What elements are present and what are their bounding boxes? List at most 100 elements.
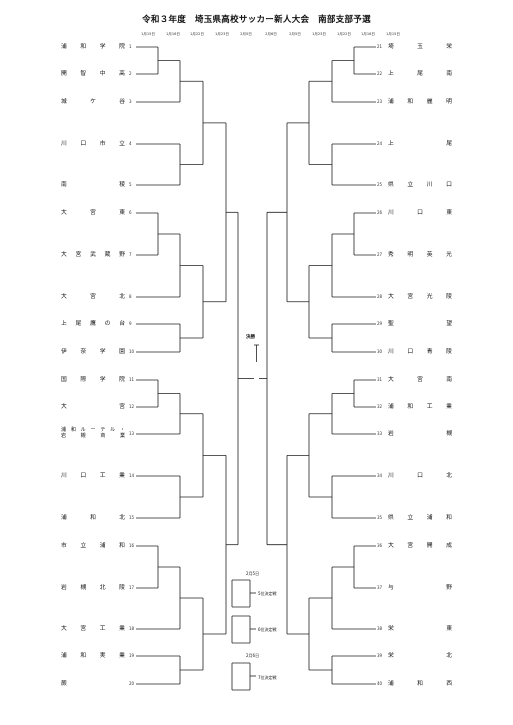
seed-number-left: 19	[129, 653, 135, 658]
round-date: 1月23日	[311, 32, 327, 36]
seed-number-right: 21	[377, 44, 383, 49]
team-name-left: 浦和ルーテル・岩槻商業	[61, 427, 125, 439]
seed-number-left: 13	[129, 431, 135, 436]
seed-number-left: 20	[129, 681, 135, 686]
seed-number-right: 27	[377, 252, 383, 257]
seed-number-left: 7	[129, 252, 132, 257]
seed-number-left: 8	[129, 294, 132, 299]
seed-number-left: 4	[129, 141, 132, 146]
team-name-left: 国際学院	[61, 376, 125, 383]
seed-number-right: 32	[377, 404, 383, 409]
seed-number-right: 37	[377, 585, 383, 590]
team-name-right: 浦和西	[388, 680, 452, 687]
team-name-left: 大宮東	[61, 209, 125, 216]
final-label: 決勝	[246, 335, 255, 340]
placement-label-5th: 5位決定戦	[258, 591, 277, 596]
round-date: 2月6日	[265, 32, 277, 36]
seed-number-left: 12	[129, 404, 135, 409]
team-name-left: 伊奈学園	[61, 348, 125, 355]
seed-number-right: 26	[377, 210, 383, 215]
team-name-left: 大宮工業	[61, 625, 125, 632]
team-name-right: 大宮開成	[388, 542, 452, 549]
seed-number-right: 23	[377, 99, 383, 104]
seed-number-left: 3	[129, 99, 132, 104]
round-date: 1月22日	[336, 32, 352, 36]
seed-number-right: 24	[377, 141, 383, 146]
seed-number-left: 15	[129, 515, 135, 520]
team-name-right: 浦和麗明	[388, 98, 452, 105]
team-name-right: 川口北	[388, 472, 452, 479]
team-name-right: 埼玉栄	[388, 43, 452, 50]
seed-number-right: 31	[377, 377, 383, 382]
seed-number-left: 9	[129, 321, 132, 326]
placement-date-a: 2月5日	[246, 571, 260, 576]
seed-number-left: 11	[129, 377, 135, 382]
team-name-right: 栄北	[388, 652, 452, 659]
seed-number-right: 39	[377, 653, 383, 658]
seed-number-left: 1	[129, 44, 132, 49]
team-name-right: 聖望	[388, 320, 452, 327]
seed-number-right: 40	[377, 681, 383, 686]
team-name-right: 川口青陵	[388, 348, 452, 355]
seed-number-left: 14	[129, 473, 135, 478]
seed-number-left: 6	[129, 210, 132, 215]
seed-number-right: 30	[377, 349, 383, 354]
round-date: 1月15日	[385, 32, 401, 36]
team-name-left: 川口工業	[61, 472, 125, 479]
seed-number-right: 36	[377, 543, 383, 548]
seed-number-right: 34	[377, 473, 383, 478]
round-date: 1月16日	[165, 32, 181, 36]
seed-number-left: 2	[129, 71, 132, 76]
team-name-left: 城ケ谷	[61, 98, 125, 105]
team-name-right: 栄東	[388, 625, 452, 632]
team-name-left: 市立浦和	[61, 542, 125, 549]
round-date: 1月23日	[214, 32, 230, 36]
team-name-left: 開智中高	[61, 70, 125, 77]
seed-number-right: 28	[377, 294, 383, 299]
team-name-left: 浦和学院	[61, 43, 125, 50]
team-name-right: 県立浦和	[388, 514, 452, 521]
team-name-left: 大宮北	[61, 293, 125, 300]
team-name-right: 秀明英光	[388, 251, 452, 258]
placement-date-b: 2月6日	[246, 653, 260, 658]
seed-number-right: 22	[377, 71, 383, 76]
team-name-left: 上尾鷹の台	[61, 320, 125, 327]
team-name-right: 大宮光陵	[388, 293, 452, 300]
team-name-left: 浦和実業	[61, 652, 125, 659]
team-name-right: 大宮南	[388, 376, 452, 383]
placement-label-7th: 7位決定戦	[258, 675, 277, 680]
round-date: 1月16日	[360, 32, 376, 36]
team-name-left: 岩槻北陵	[61, 584, 125, 591]
team-name-right: 上尾	[388, 140, 452, 147]
seed-number-right: 38	[377, 626, 383, 631]
team-name-right: 岩槻	[388, 430, 452, 437]
seed-number-right: 29	[377, 321, 383, 326]
placement-label-6th: 6位決定戦	[258, 627, 277, 632]
team-name-right: 川口東	[388, 209, 452, 216]
page-title: 令和３年度 埼玉県高校サッカー新人大会 南部支部予選	[142, 15, 371, 25]
round-date: 1月15日	[140, 32, 156, 36]
seed-number-left: 18	[129, 626, 135, 631]
team-name-left: 蕨	[61, 680, 67, 687]
team-name-left: 南稜	[61, 181, 125, 188]
seed-number-left: 17	[129, 585, 135, 590]
round-date: 2月5日	[240, 32, 252, 36]
team-name-left: 大宮	[61, 403, 125, 410]
team-name-right: 県立川口	[388, 181, 452, 188]
team-name-line: 岩槻商業	[61, 432, 125, 439]
seed-number-right: 35	[377, 515, 383, 520]
round-date: 2月5日	[289, 32, 301, 36]
seed-number-right: 25	[377, 182, 383, 187]
team-name-left: 川口市立	[61, 140, 125, 147]
team-name-right: 上尾南	[388, 70, 452, 77]
seed-number-left: 5	[129, 182, 132, 187]
seed-number-left: 10	[129, 349, 135, 354]
seed-number-left: 16	[129, 543, 135, 548]
team-name-line: 浦和ルーテル・	[61, 427, 125, 433]
team-name-left: 浦和北	[61, 514, 125, 521]
team-name-left: 大宮武蔵野	[61, 251, 125, 258]
seed-number-right: 33	[377, 431, 383, 436]
team-name-right: 与野	[388, 584, 452, 591]
team-name-right: 浦和工業	[388, 403, 452, 410]
